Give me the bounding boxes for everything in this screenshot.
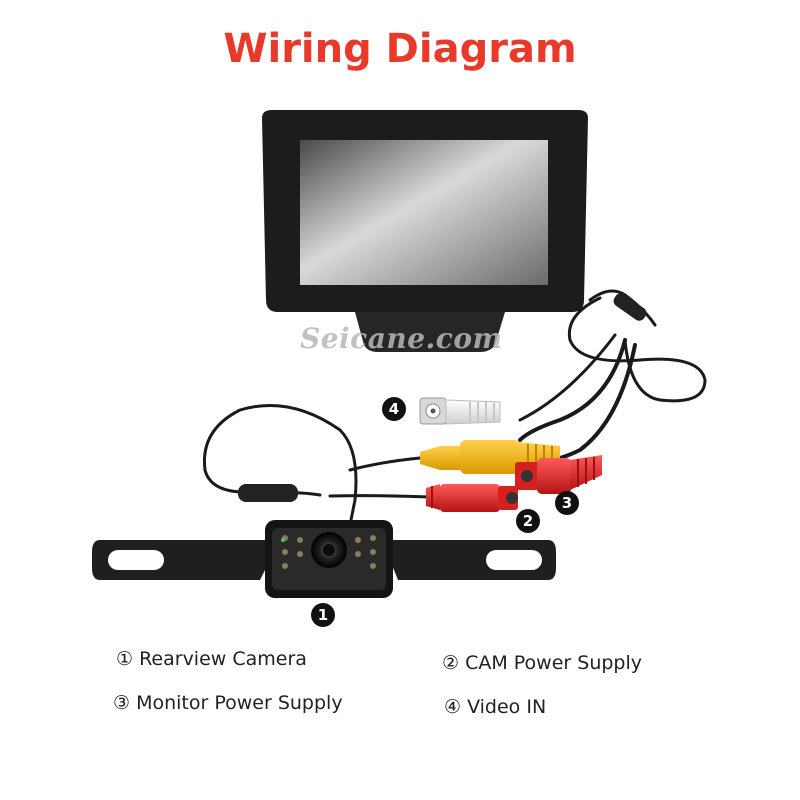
video-in-connector (419, 397, 501, 425)
monitor-stand (355, 312, 505, 352)
legend-video-in: ④ Video IN (444, 696, 547, 718)
legend-monitor-power-supply: ③ Monitor Power Supply (113, 692, 343, 714)
mount-slot-right (486, 550, 542, 570)
callout-4-badge: 4 (382, 397, 406, 421)
monitor-screen (300, 140, 548, 285)
callout-2-badge: 2 (516, 509, 540, 533)
mount-slot-left (108, 550, 164, 570)
rearview-camera (92, 520, 556, 598)
legend-cam-power-supply: ② CAM Power Supply (442, 652, 643, 674)
cam-power-connector (426, 484, 518, 512)
callout-1-badge: 1 (311, 603, 335, 627)
cable-joint (238, 484, 298, 502)
monitor (262, 110, 588, 352)
legend-rearview-camera: ① Rearview Camera (116, 648, 307, 670)
monitor-power-connector (515, 455, 602, 494)
callout-3-badge: 3 (555, 491, 579, 515)
diagram-title: Wiring Diagram (223, 26, 577, 72)
watermark: Seicane.com (300, 322, 503, 355)
